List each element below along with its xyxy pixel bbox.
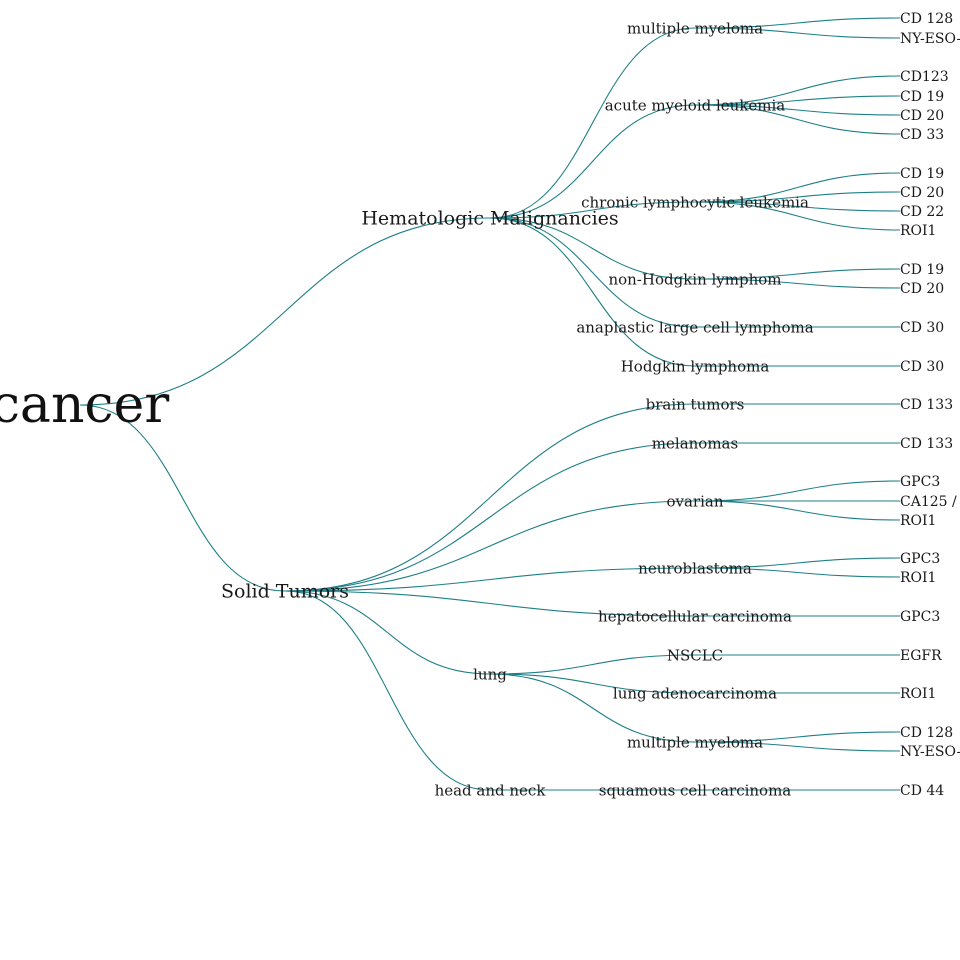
- link-solid-tumors-head-and-neck: [284, 590, 491, 791]
- disease-label-acute-myeloid-leukemia: acute myeloid leukemia: [605, 96, 786, 114]
- disease-label-head-and-neck: head and neck: [435, 781, 547, 799]
- link-solid-tumors-lung: [284, 590, 491, 675]
- link-solid-tumors-brain-tumors: [284, 403, 696, 592]
- target-label-roi1: ROI1: [900, 570, 936, 586]
- link-hematologic-malignancies-hodgkin-lymphoma: [489, 217, 696, 367]
- link-chronic-lymphocytic-leukemia-cd-22: [694, 201, 901, 212]
- target-label-cd-133: CD 133: [900, 397, 953, 413]
- link-ovarian-roi1: [694, 500, 901, 521]
- target-label-roi1: ROI1: [900, 223, 936, 239]
- link-hematologic-malignancies-acute-myeloid-leukemia: [489, 104, 696, 219]
- disease-label-anaplastic-large-cell-lymphoma: anaplastic large cell lymphoma: [576, 318, 813, 336]
- target-label-cd-33: CD 33: [900, 127, 944, 143]
- link-acute-myeloid-leukemia-cd123: [694, 75, 901, 106]
- link-solid-tumors-hepatocellular-carcinoma: [284, 590, 696, 617]
- tree-links: [79, 17, 901, 791]
- disease-label-neuroblastoma: neuroblastoma: [638, 559, 752, 577]
- target-label-cd-20: CD 20: [900, 108, 944, 124]
- target-label-cd-128: CD 128: [900, 725, 953, 741]
- link-neuroblastoma-gpc3: [694, 557, 901, 569]
- target-label-ny-eso-1: NY-ESO-1: [900, 31, 960, 47]
- target-label-egfr: EGFR: [900, 648, 942, 664]
- link-non-hodgkin-lymphom-cd-19: [694, 268, 901, 280]
- target-label-roi1: ROI1: [900, 686, 936, 702]
- link-hematologic-malignancies-anaplastic-large-cell-lymphoma: [489, 217, 696, 328]
- disease-label-non-hodgkin-lymphom: non-Hodgkin lymphom: [608, 270, 781, 288]
- link-lung-lung-adenocarcinoma: [489, 673, 696, 694]
- disease-label-multiple-myeloma: multiple myeloma: [627, 19, 763, 37]
- target-label-ca125-muc16: CA125 / MUC16: [900, 494, 960, 510]
- link-hematologic-malignancies-non-hodgkin-lymphom: [489, 217, 696, 280]
- disease-label-brain-tumors: brain tumors: [646, 395, 745, 413]
- link-neuroblastoma-roi1: [694, 567, 901, 578]
- disease-label-melanomas: melanomas: [652, 434, 738, 452]
- disease-label-chronic-lymphocytic-leukemia: chronic lymphocytic leukemia: [581, 193, 809, 211]
- target-label-cd-19: CD 19: [900, 262, 944, 278]
- target-label-cd-30: CD 30: [900, 320, 944, 336]
- link-multiple-myeloma-ny-eso-1: [694, 27, 901, 39]
- link-hematologic-malignancies-multiple-myeloma: [489, 27, 696, 219]
- link-solid-tumors-ovarian: [284, 500, 696, 592]
- target-label-gpc3: GPC3: [900, 551, 940, 567]
- target-label-gpc3: GPC3: [900, 474, 940, 490]
- disease-label-lung: lung: [473, 665, 507, 683]
- link-ovarian-gpc3: [694, 480, 901, 502]
- tree-labels: cancer Hematologic Malignancies multiple m…: [0, 11, 960, 799]
- link-non-hodgkin-lymphom-cd-20: [694, 278, 901, 289]
- link-lung-multiple-myeloma: [489, 673, 696, 743]
- group-label-hematologic-malignancies: Hematologic Malignancies: [361, 208, 618, 230]
- link-acute-myeloid-leukemia-cd-33: [694, 104, 901, 135]
- link-chronic-lymphocytic-leukemia-cd-19: [694, 172, 901, 203]
- target-label-cd-19: CD 19: [900, 89, 944, 105]
- link-solid-tumors-melanomas: [284, 442, 696, 592]
- target-label-cd-19: CD 19: [900, 166, 944, 182]
- target-label-cd123: CD123: [900, 69, 949, 85]
- target-label-cd-128: CD 128: [900, 11, 953, 27]
- link-multiple-myeloma-cd-128: [694, 17, 901, 29]
- target-label-cd-22: CD 22: [900, 204, 944, 220]
- target-label-cd-44: CD 44: [900, 783, 944, 799]
- link-root-solid-tumors: [79, 404, 286, 592]
- link-chronic-lymphocytic-leukemia-roi1: [694, 201, 901, 231]
- link-multiple-myeloma-ny-eso-1: [694, 741, 901, 752]
- target-label-cd-20: CD 20: [900, 185, 944, 201]
- target-label-gpc3: GPC3: [900, 609, 940, 625]
- subtype-label-lung-adenocarcinoma: lung adenocarcinoma: [613, 684, 777, 702]
- link-root-hematologic-malignancies: [79, 217, 491, 406]
- link-lung-nsclc: [489, 654, 696, 675]
- link-acute-myeloid-leukemia-cd-20: [694, 104, 901, 116]
- target-label-cd-133: CD 133: [900, 436, 953, 452]
- target-label-cd-30: CD 30: [900, 359, 944, 375]
- disease-label-hodgkin-lymphoma: Hodgkin lymphoma: [621, 357, 770, 375]
- link-solid-tumors-neuroblastoma: [284, 567, 696, 592]
- subtype-label-squamous-cell-carcinoma: squamous cell carcinoma: [599, 781, 792, 799]
- root-label: cancer: [0, 375, 169, 435]
- disease-label-ovarian: ovarian: [666, 492, 723, 510]
- link-chronic-lymphocytic-leukemia-cd-20: [694, 191, 901, 203]
- group-label-solid-tumors: Solid Tumors: [221, 581, 349, 603]
- link-hematologic-malignancies-chronic-lymphocytic-leukemia: [489, 201, 696, 219]
- link-acute-myeloid-leukemia-cd-19: [694, 95, 901, 106]
- subtype-label-nsclc: NSCLC: [667, 646, 723, 664]
- disease-label-hepatocellular-carcinoma: hepatocellular carcinoma: [598, 607, 792, 625]
- link-multiple-myeloma-cd-128: [694, 731, 901, 743]
- subtype-label-multiple-myeloma: multiple myeloma: [627, 733, 763, 751]
- target-label-ny-eso-1: NY-ESO-1: [900, 744, 960, 760]
- target-label-roi1: ROI1: [900, 513, 936, 529]
- target-label-cd-20: CD 20: [900, 281, 944, 297]
